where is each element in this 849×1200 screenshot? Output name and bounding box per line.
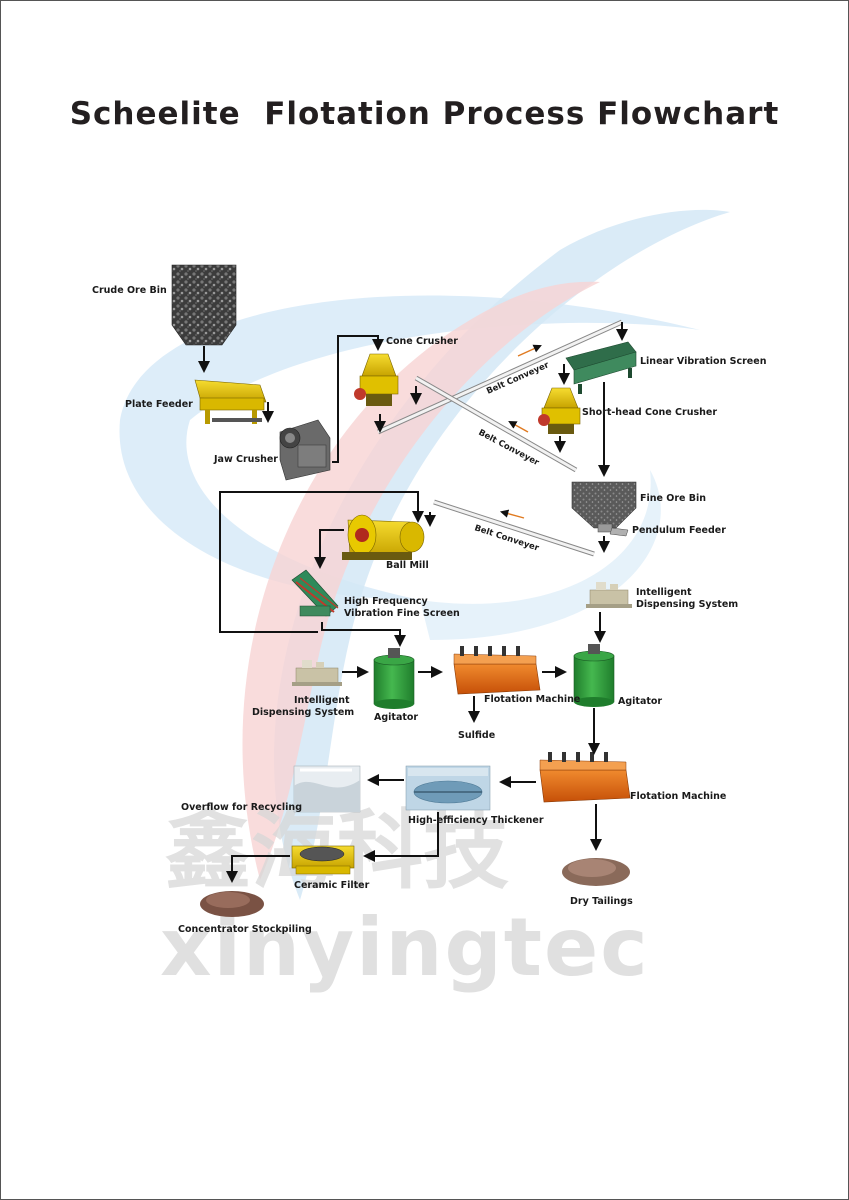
crude-ore-bin-icon: [171, 264, 237, 346]
linear-vibration-screen-icon: [565, 341, 637, 394]
label-ceramic-filter: Ceramic Filter: [294, 880, 370, 891]
high-frequency-screen-icon: [291, 569, 339, 617]
dry-tailings-pile: [562, 858, 630, 886]
label-dry-tailings: Dry Tailings: [570, 896, 633, 907]
label-flotation-machine-1: Flotation Machine: [484, 694, 580, 705]
label-cone-crusher: Cone Crusher: [386, 336, 458, 347]
dispensing-system-left-icon: [292, 660, 342, 686]
flotation-machine-2-icon: [539, 752, 631, 803]
label-agitator-left: Agitator: [374, 712, 418, 723]
label-high-efficiency-thickener: High-efficiency Thickener: [408, 815, 544, 826]
belt-conveyer-2: [414, 375, 578, 473]
agitator-right-icon: [573, 644, 615, 707]
label-dispensing-left-line1: Intelligent: [294, 695, 350, 706]
label-linear-vibration-screen: Linear Vibration Screen: [640, 356, 767, 367]
flow-lines: [198, 322, 628, 883]
page-title: Scheelite Flotation Process Flowchart: [69, 96, 780, 132]
thickener-photo: [405, 765, 491, 811]
label-dispensing-right-line2: Dispensing System: [636, 599, 738, 610]
jaw-crusher-icon: [279, 419, 331, 481]
label-overflow-for-recycling: Overflow for Recycling: [181, 802, 302, 813]
label-hf-screen-line1: High Frequency: [344, 596, 428, 607]
agitator-left-icon: [373, 648, 415, 709]
belt-conveyer-1: [376, 319, 624, 435]
dispensing-system-right-icon: [586, 582, 632, 608]
label-fine-ore-bin: Fine Ore Bin: [640, 493, 706, 504]
cone-crusher-icon: [354, 353, 399, 406]
label-agitator-right: Agitator: [618, 696, 662, 707]
flotation-machine-1-icon: [453, 646, 541, 695]
conveyer-direction-marks: [499, 344, 542, 519]
label-plate-feeder: Plate Feeder: [125, 399, 193, 410]
label-crude-ore-bin: Crude Ore Bin: [92, 285, 167, 296]
watermark-latin: xinyingtec: [160, 901, 650, 994]
label-dispensing-right-line1: Intelligent: [636, 587, 692, 598]
label-pendulum-feeder: Pendulum Feeder: [632, 525, 726, 536]
label-sulfide: Sulfide: [458, 730, 495, 741]
plate-feeder-icon: [194, 379, 267, 424]
label-jaw-crusher: Jaw Crusher: [213, 454, 278, 465]
ceramic-filter-icon: [291, 845, 355, 875]
label-flotation-machine-2: Flotation Machine: [630, 791, 726, 802]
pendulum-feeder-icon: [597, 523, 629, 537]
label-concentrator-stockpiling: Concentrator Stockpiling: [178, 924, 312, 935]
belt-conveyer-3: [433, 499, 595, 557]
short-head-cone-crusher-icon: [538, 387, 581, 434]
label-dispensing-left-line2: Dispensing System: [252, 707, 354, 718]
label-short-head-cone-crusher: Short-head Cone Crusher: [582, 407, 717, 418]
overflow-recycling-photo: [293, 765, 361, 813]
fine-ore-bin-icon: [571, 481, 637, 529]
ball-mill-icon: [342, 514, 425, 560]
concentrator-stockpile: [200, 891, 264, 917]
label-hf-screen-line2: Vibration Fine Screen: [344, 608, 460, 619]
label-ball-mill: Ball Mill: [386, 560, 429, 571]
